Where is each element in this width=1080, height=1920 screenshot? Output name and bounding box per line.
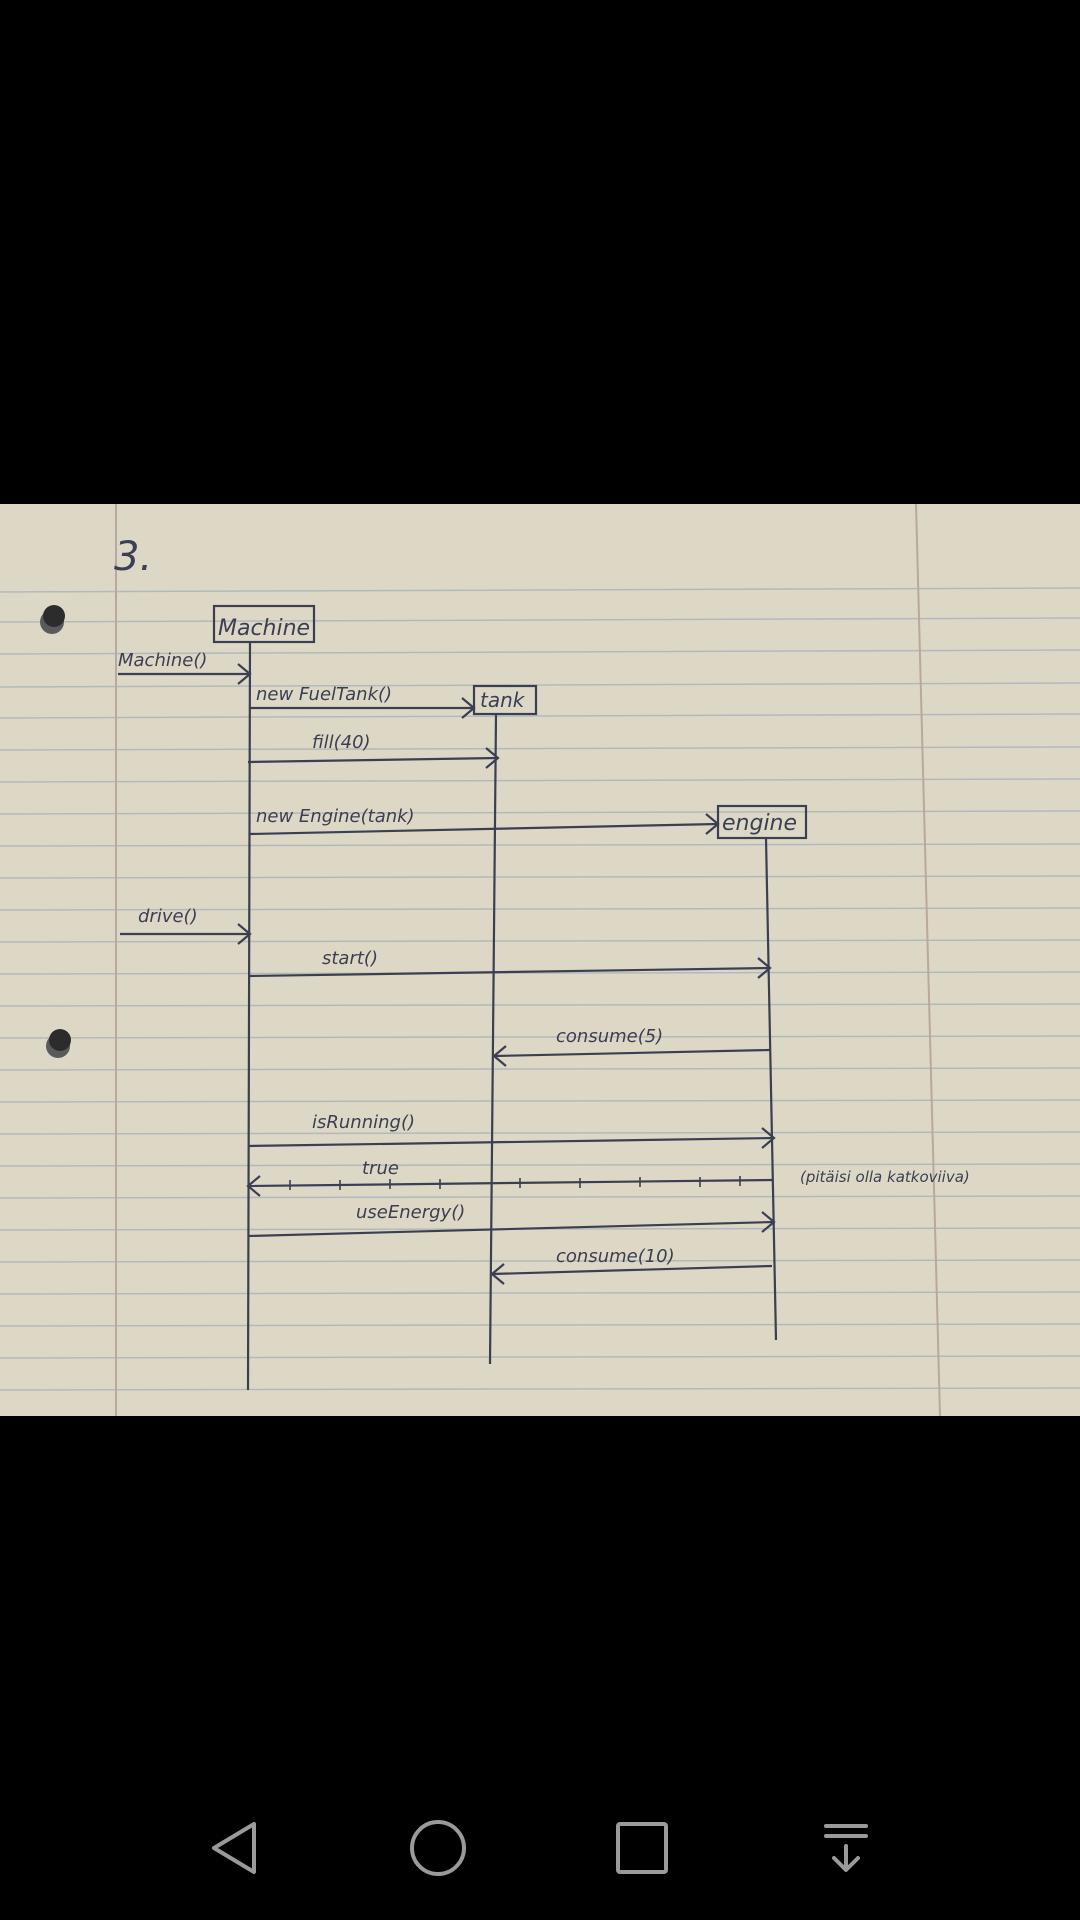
arrowhead-icon bbox=[492, 1045, 507, 1067]
label-consume5: consume(5) bbox=[556, 1026, 663, 1047]
label-fill: fill(40) bbox=[312, 732, 371, 753]
message-useenergy-arrow bbox=[247, 1220, 775, 1238]
label-new-engine: new Engine(tank) bbox=[256, 806, 415, 827]
message-isrunning-arrow bbox=[247, 1136, 775, 1148]
arrowhead-icon bbox=[237, 663, 252, 685]
machine-lifeline bbox=[246, 641, 252, 1391]
binder-holes bbox=[40, 605, 71, 1058]
photo-viewer-image[interactable]: 3. Machine tank engine bbox=[0, 504, 1080, 1416]
message-consume5-arrow bbox=[493, 1048, 771, 1058]
arrowhead-icon bbox=[757, 957, 772, 979]
engine-lifeline-box bbox=[716, 804, 808, 840]
navigation-bar bbox=[0, 1776, 1080, 1920]
ruled-lines bbox=[0, 587, 1080, 1391]
engine-lifeline-label: engine bbox=[722, 811, 797, 836]
back-icon bbox=[212, 1822, 256, 1874]
recents-button[interactable] bbox=[594, 1800, 690, 1896]
label-machine-call: Machine() bbox=[118, 650, 207, 671]
arrowhead-icon bbox=[761, 1211, 776, 1233]
side-note: (pitäisi olla katkoviiva) bbox=[800, 1168, 970, 1186]
margin-lines bbox=[115, 504, 941, 1416]
tank-lifeline-box bbox=[472, 684, 538, 716]
return-hatch-marks bbox=[289, 1176, 741, 1190]
message-fill-arrow bbox=[247, 756, 499, 764]
machine-lifeline-label: Machine bbox=[218, 616, 310, 641]
label-isrunning: isRunning() bbox=[312, 1112, 415, 1133]
message-true-return-arrow bbox=[247, 1178, 773, 1188]
label-consume10: consume(10) bbox=[556, 1246, 675, 1267]
label-new-fueltank: new FuelTank() bbox=[256, 684, 392, 705]
notification-pull-button[interactable] bbox=[798, 1800, 894, 1896]
tank-lifeline-label: tank bbox=[480, 688, 526, 712]
tank-lifeline bbox=[488, 713, 498, 1365]
home-icon bbox=[410, 1820, 466, 1876]
label-start: start() bbox=[322, 948, 378, 969]
arrowhead-icon bbox=[705, 813, 720, 835]
message-new-engine-arrow bbox=[249, 822, 719, 836]
recents-icon bbox=[616, 1822, 668, 1874]
label-drive: drive() bbox=[138, 906, 198, 927]
arrowhead-icon bbox=[761, 1127, 776, 1149]
message-start-arrow bbox=[249, 966, 771, 978]
machine-lifeline-box bbox=[212, 604, 316, 644]
arrowhead-icon bbox=[485, 747, 500, 769]
arrowhead-icon bbox=[237, 923, 252, 945]
arrowhead-icon bbox=[246, 1175, 261, 1197]
message-consume10-arrow bbox=[491, 1264, 773, 1276]
label-useenergy: useEnergy() bbox=[356, 1202, 465, 1223]
exercise-number: 3. bbox=[114, 534, 152, 580]
notification-pull-icon bbox=[824, 1824, 868, 1872]
home-button[interactable] bbox=[390, 1800, 486, 1896]
arrowhead-icon bbox=[490, 1263, 505, 1285]
label-true: true bbox=[362, 1158, 399, 1179]
sequence-diagram-photo: 3. Machine tank engine bbox=[0, 504, 1080, 1416]
engine-lifeline bbox=[764, 837, 778, 1341]
arrowhead-icon bbox=[461, 697, 476, 719]
back-button[interactable] bbox=[186, 1800, 282, 1896]
